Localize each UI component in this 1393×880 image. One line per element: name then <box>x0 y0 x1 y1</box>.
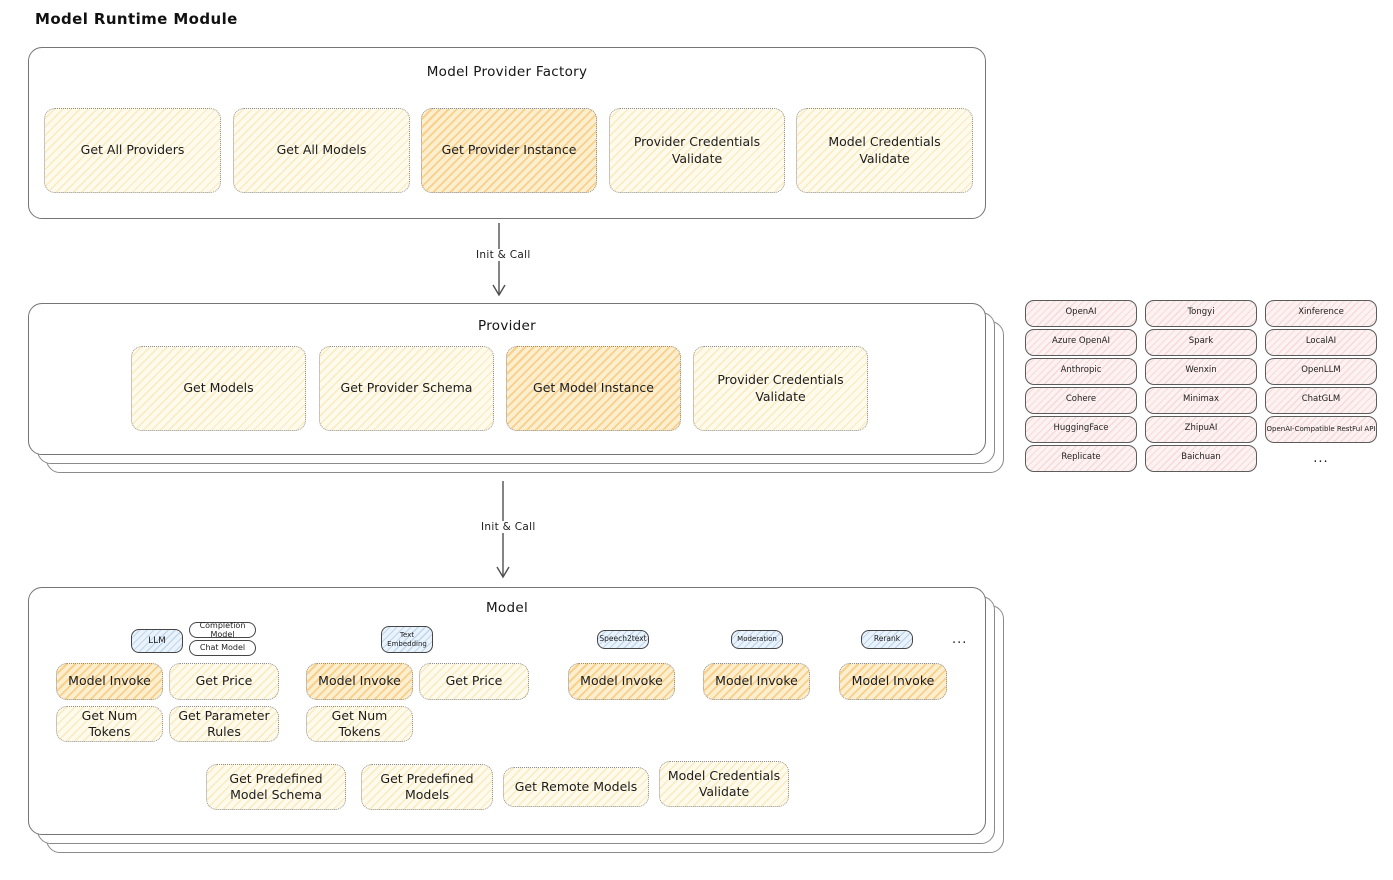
model-op-embedding-get-num-tokens: Get Num Tokens <box>306 706 413 742</box>
provider-chip-cohere: Cohere <box>1025 387 1137 414</box>
model-op-rerank-model-invoke: Model Invoke <box>839 663 947 700</box>
model-op-llm-get-parameter-rules: Get Parameter Rules <box>169 706 279 742</box>
provider-chip-more: ... <box>1265 445 1377 472</box>
tab-llm: LLM <box>131 629 183 653</box>
provider-box: Provider Get Models Get Provider Schema … <box>28 303 986 455</box>
model-op-moderation-model-invoke: Model Invoke <box>703 663 810 700</box>
provider-chip-xinference: Xinference <box>1265 300 1377 327</box>
provider-chip-openllm: OpenLLM <box>1265 358 1377 385</box>
provider-chip-localai: LocalAI <box>1265 329 1377 356</box>
provider-node-get-models: Get Models <box>131 346 306 431</box>
model-op-speech2text-model-invoke: Model Invoke <box>568 663 675 700</box>
model-op-get-predefined-models: Get Predefined Models <box>361 764 493 810</box>
model-op-get-predefined-model-schema: Get Predefined Model Schema <box>206 764 346 810</box>
model-op-llm-model-invoke: Model Invoke <box>56 663 163 700</box>
provider-chip-chatglm: ChatGLM <box>1265 387 1377 414</box>
provider-chip: Spark <box>1145 329 1257 356</box>
arrow2-label: Init & Call <box>477 521 540 533</box>
model-op-llm-get-price: Get Price <box>169 663 279 700</box>
provider-chip: OpenAI-Compatible RestFul API <box>1265 416 1377 443</box>
arrow-factory-to-provider <box>490 223 508 299</box>
provider-chip-tongyi: Tongyi <box>1145 300 1257 327</box>
provider-chip: Azure OpenAI <box>1025 329 1137 356</box>
provider-chip: Wenxin <box>1145 358 1257 385</box>
model-op-embedding-get-price: Get Price <box>419 663 529 700</box>
provider-chip-baichuan: Baichuan <box>1145 445 1257 472</box>
provider-chip: Anthropic <box>1025 358 1137 385</box>
provider-chip-huggingface: HuggingFace <box>1025 416 1137 443</box>
model-op-get-remote-models: Get Remote Models <box>503 767 649 807</box>
provider-chip: Replicate <box>1025 445 1137 472</box>
tab-speech2text: Speech2text <box>597 630 649 649</box>
provider-chip: OpenAI <box>1025 300 1137 327</box>
provider-chip-minimax: Minimax <box>1145 387 1257 414</box>
model-box-title: Model <box>485 600 529 616</box>
provider-chip: Tongyi <box>1145 300 1257 327</box>
providers-ellipsis: ... <box>1313 450 1329 466</box>
factory-node-model-credentials-validate: Model Credentials Validate <box>796 108 973 193</box>
factory-node-get-all-providers: Get All Providers <box>44 108 221 193</box>
model-op-model-credentials-validate: Model Credentials Validate <box>659 761 789 807</box>
provider-chip: Minimax <box>1145 387 1257 414</box>
provider-chip-anthropic: Anthropic <box>1025 358 1137 385</box>
provider-chip-openai: OpenAI <box>1025 300 1137 327</box>
provider-chip: HuggingFace <box>1025 416 1137 443</box>
provider-node-get-provider-schema: Get Provider Schema <box>319 346 494 431</box>
factory-box-title: Model Provider Factory <box>426 64 588 80</box>
factory-node-get-all-models: Get All Models <box>233 108 410 193</box>
factory-node-provider-credentials-validate: Provider Credentials Validate <box>609 108 785 193</box>
provider-chip-openai-compatible: OpenAI-Compatible RestFul API <box>1265 416 1377 443</box>
provider-chip-zhipuai: ZhipuAI <box>1145 416 1257 443</box>
model-box: Model LLM Completion Model Chat Model Te… <box>28 587 986 835</box>
tab-rerank: Rerank <box>861 630 913 649</box>
provider-chip: ChatGLM <box>1265 387 1377 414</box>
factory-node-get-provider-instance: Get Provider Instance <box>421 108 597 193</box>
provider-list-grid: OpenAI Tongyi Xinference Azure OpenAI Sp… <box>1025 300 1377 472</box>
provider-chip-wenxin: Wenxin <box>1145 358 1257 385</box>
provider-node-get-model-instance: Get Model Instance <box>506 346 681 431</box>
provider-node-provider-credentials-validate: Provider Credentials Validate <box>693 346 868 431</box>
tab-completion-model: Completion Model <box>189 621 256 639</box>
provider-chip-spark: Spark <box>1145 329 1257 356</box>
model-op-embedding-model-invoke: Model Invoke <box>306 663 413 700</box>
provider-chip: LocalAI <box>1265 329 1377 356</box>
factory-box: Model Provider Factory Get All Providers… <box>28 47 986 219</box>
provider-chip: ZhipuAI <box>1145 416 1257 443</box>
provider-box-title: Provider <box>478 318 536 334</box>
provider-chip-azure-openai: Azure OpenAI <box>1025 329 1137 356</box>
provider-chip: OpenLLM <box>1265 358 1377 385</box>
tab-moderation: Moderation <box>731 630 783 649</box>
tabs-ellipsis: ... <box>952 632 968 647</box>
tab-chat-model: Chat Model <box>189 640 256 656</box>
tab-text-embedding: Text Embedding <box>381 626 433 653</box>
arrow1-label: Init & Call <box>472 249 535 261</box>
provider-chip: Xinference <box>1265 300 1377 327</box>
provider-chip-replicate: Replicate <box>1025 445 1137 472</box>
provider-chip: Baichuan <box>1145 445 1257 472</box>
provider-chip: Cohere <box>1025 387 1137 414</box>
page-title: Model Runtime Module <box>35 10 238 28</box>
model-op-llm-get-num-tokens: Get Num Tokens <box>56 706 163 742</box>
down-arrow-icon <box>492 223 506 297</box>
